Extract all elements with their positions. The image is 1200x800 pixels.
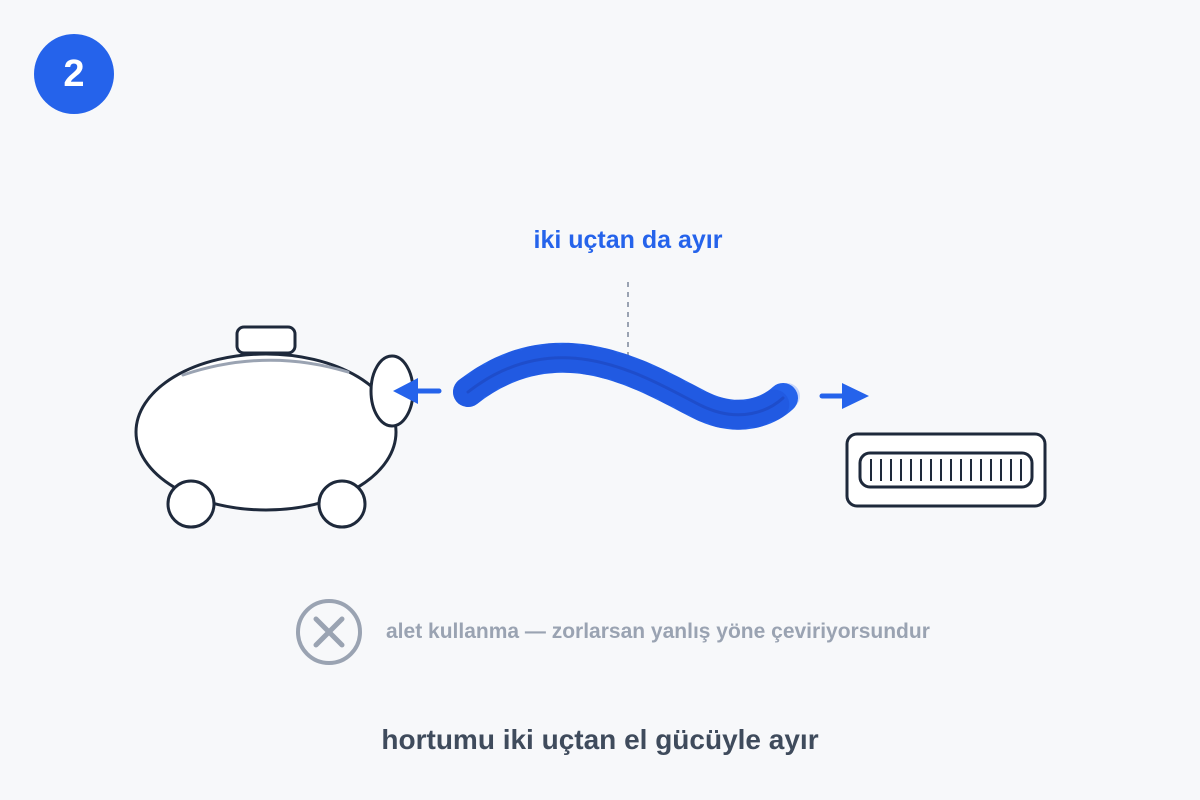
arrow-right-icon <box>819 383 869 409</box>
step-number-badge: 2 <box>34 34 114 114</box>
step-caption: hortumu iki uçtan el gücüyle ayır <box>381 724 819 755</box>
vacuum-cleaner-icon <box>134 325 415 529</box>
warning-text: alet kullanma — zorlarsan yanlış yöne çe… <box>386 620 930 643</box>
callout-label: iki uçtan da ayır <box>533 226 723 254</box>
arrow-left-icon <box>393 378 442 404</box>
prohibited-x-icon <box>296 599 362 665</box>
hose-icon <box>453 342 800 430</box>
brush-attachment-icon <box>845 432 1047 508</box>
